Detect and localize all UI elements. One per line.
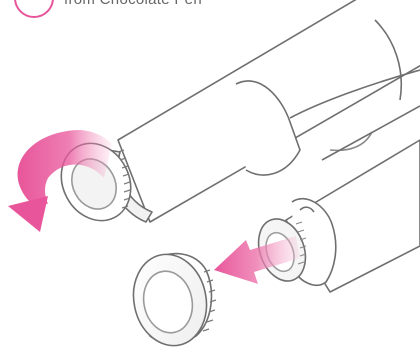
removed-cap [125,248,216,353]
upper-pen-shade [330,132,372,150]
